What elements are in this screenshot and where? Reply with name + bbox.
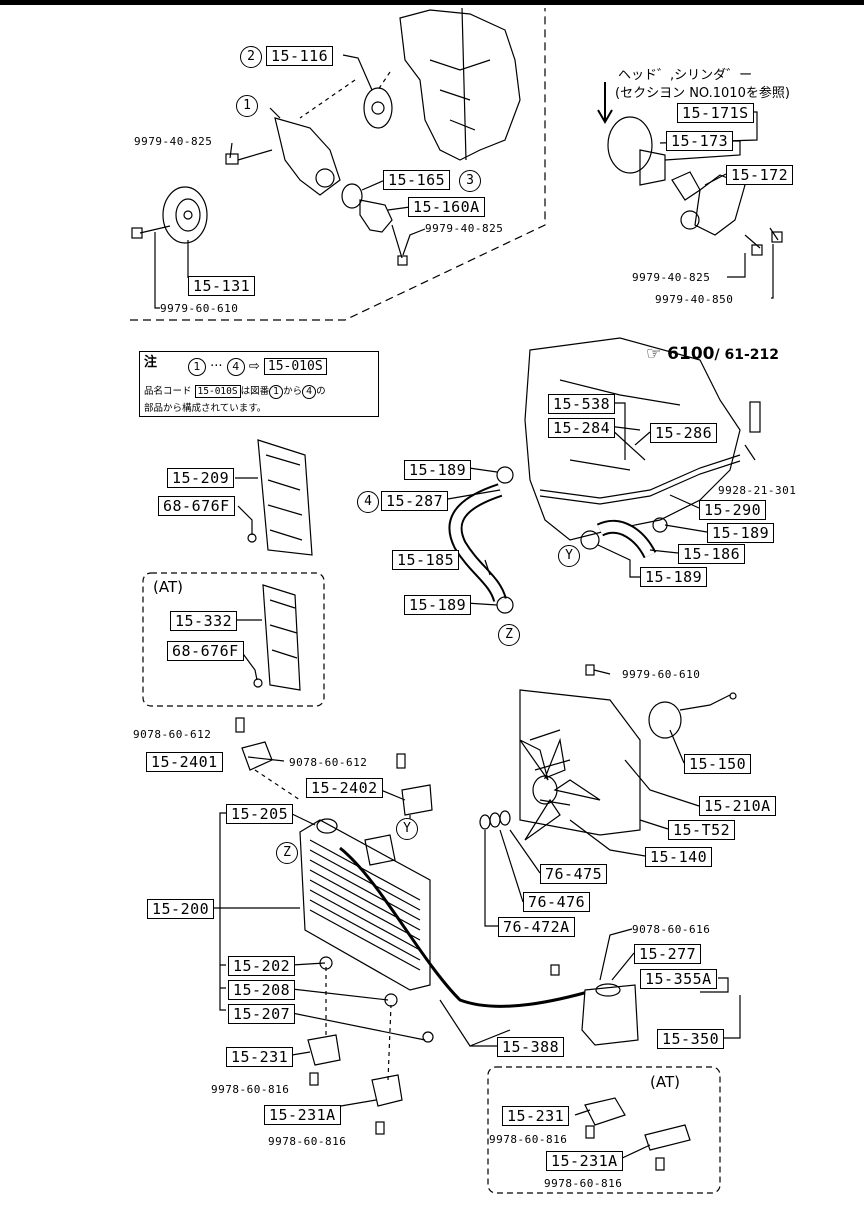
callout-circle-2: 2: [240, 46, 262, 68]
part-label-15-202: 15-202: [228, 956, 296, 976]
part-label-9979-40-825: 9979-40-825: [134, 135, 213, 148]
part-label-9978-60-816: 9978-60-816: [489, 1133, 568, 1146]
part-label-15-173: 15-173: [666, 131, 734, 151]
part-label-76-475: 76-475: [540, 864, 608, 884]
part-label-15-209: 15-209: [167, 468, 235, 488]
callout-circle-4: 4: [357, 491, 379, 513]
part-label-9979-40-825: 9979-40-825: [425, 222, 504, 235]
part-label-68-676f: 68-676F: [158, 496, 235, 516]
note-part-number: 15-010S: [263, 358, 327, 375]
part-label-15-172: 15-172: [726, 165, 794, 185]
part-label-15-231a: 15-231A: [264, 1105, 341, 1125]
callout-circle-1: 1: [236, 95, 258, 117]
part-label-15-186: 15-186: [678, 544, 746, 564]
part-label-15-277: 15-277: [634, 944, 702, 964]
callout-circle-z: Z: [498, 624, 520, 646]
page-reference-sub: / 61-212: [714, 347, 780, 363]
part-label-15-189: 15-189: [707, 523, 775, 543]
part-label-15-231a: 15-231A: [546, 1151, 623, 1171]
note-line-1-mid: は図番: [240, 386, 270, 397]
part-label-9979-60-610: 9979-60-610: [160, 302, 239, 315]
part-label-15-152: 15-T52: [668, 820, 736, 840]
callout-circle-3: 3: [459, 170, 481, 192]
part-label-15-2401: 15-2401: [146, 752, 223, 772]
part-label-76-472a: 76-472A: [498, 917, 575, 937]
part-label-15-189: 15-189: [640, 567, 708, 587]
part-label-15-185: 15-185: [392, 550, 460, 570]
note-line-1-part: 15-010S: [194, 385, 241, 398]
page-reference-number: 6100: [667, 344, 715, 364]
part-label-15-207: 15-207: [228, 1004, 296, 1024]
part-label-15-189: 15-189: [404, 595, 472, 615]
cross-ref-line-2: (セクシヨン NO.1010を参照): [615, 86, 790, 101]
part-label-15-150: 15-150: [684, 754, 752, 774]
part-label-15-284: 15-284: [548, 418, 616, 438]
part-label-15-388: 15-388: [497, 1037, 565, 1057]
note-line-1-no: の: [316, 386, 326, 397]
at-label: (AT): [153, 578, 183, 596]
note-circle-1: 1: [188, 358, 206, 376]
part-label-15-210a: 15-210A: [699, 796, 776, 816]
part-label-15-208: 15-208: [228, 980, 296, 1000]
pointing-hand-icon: ☞: [646, 344, 662, 364]
at-label: (AT): [650, 1073, 680, 1091]
part-label-9979-40-850: 9979-40-850: [655, 293, 734, 306]
part-label-15-200: 15-200: [147, 899, 215, 919]
part-label-15-131: 15-131: [188, 276, 256, 296]
note-line-1-circle-4: 4: [302, 385, 317, 399]
part-label-68-676f: 68-676F: [167, 641, 244, 661]
note-line-1-kara: から: [283, 386, 303, 397]
callout-circle-y: Y: [396, 818, 418, 840]
page-reference[interactable]: ☞ 6100/ 61-212: [646, 344, 779, 364]
part-label-9979-40-825: 9979-40-825: [632, 271, 711, 284]
part-label-15-355a: 15-355A: [640, 969, 717, 989]
cross-ref-line-1: ヘッド゛,シリンダ゛ー: [618, 68, 753, 83]
part-label-15-165: 15-165: [383, 170, 451, 190]
part-label-15-538: 15-538: [548, 394, 616, 414]
note-title: 注: [144, 355, 158, 370]
part-label-15-332: 15-332: [170, 611, 238, 631]
part-label-9078-60-612: 9078-60-612: [289, 756, 368, 769]
part-label-15-116: 15-116: [266, 46, 334, 66]
part-label-15-286: 15-286: [650, 423, 718, 443]
note-line-2: 部品から構成されています。: [144, 403, 267, 414]
note-arrow: ⇨: [248, 359, 260, 374]
note-formula: 1 ··· 4 ⇨ 15-010S: [188, 358, 327, 376]
part-label-9078-60-612: 9078-60-612: [133, 728, 212, 741]
note-line-1-prefix: 品名コード: [144, 386, 192, 397]
callout-circle-z: Z: [276, 842, 298, 864]
part-label-15-290: 15-290: [699, 500, 767, 520]
part-label-15-2402: 15-2402: [306, 778, 383, 798]
part-label-9928-21-301: 9928-21-301: [718, 484, 797, 497]
part-label-9078-60-616: 9078-60-616: [632, 923, 711, 936]
part-label-15-231: 15-231: [502, 1106, 570, 1126]
part-label-15-205: 15-205: [226, 804, 294, 824]
part-label-9978-60-816: 9978-60-816: [544, 1177, 623, 1190]
note-dots: ···: [210, 359, 223, 374]
part-label-15-231: 15-231: [226, 1047, 294, 1067]
part-label-9979-60-610: 9979-60-610: [622, 668, 701, 681]
part-label-15-140: 15-140: [645, 847, 713, 867]
callout-circle-y: Y: [558, 545, 580, 567]
note-line-1-circle-1: 1: [269, 385, 284, 399]
part-label-76-476: 76-476: [523, 892, 591, 912]
part-label-9978-60-816: 9978-60-816: [211, 1083, 290, 1096]
part-label-15-287: 15-287: [381, 491, 449, 511]
part-label-15-160a: 15-160A: [408, 197, 485, 217]
part-label-15-171s: 15-171S: [677, 103, 754, 123]
part-label-15-189: 15-189: [404, 460, 472, 480]
note-circle-4: 4: [226, 358, 245, 376]
part-label-15-350: 15-350: [657, 1029, 725, 1049]
part-label-9978-60-816: 9978-60-816: [268, 1135, 347, 1148]
